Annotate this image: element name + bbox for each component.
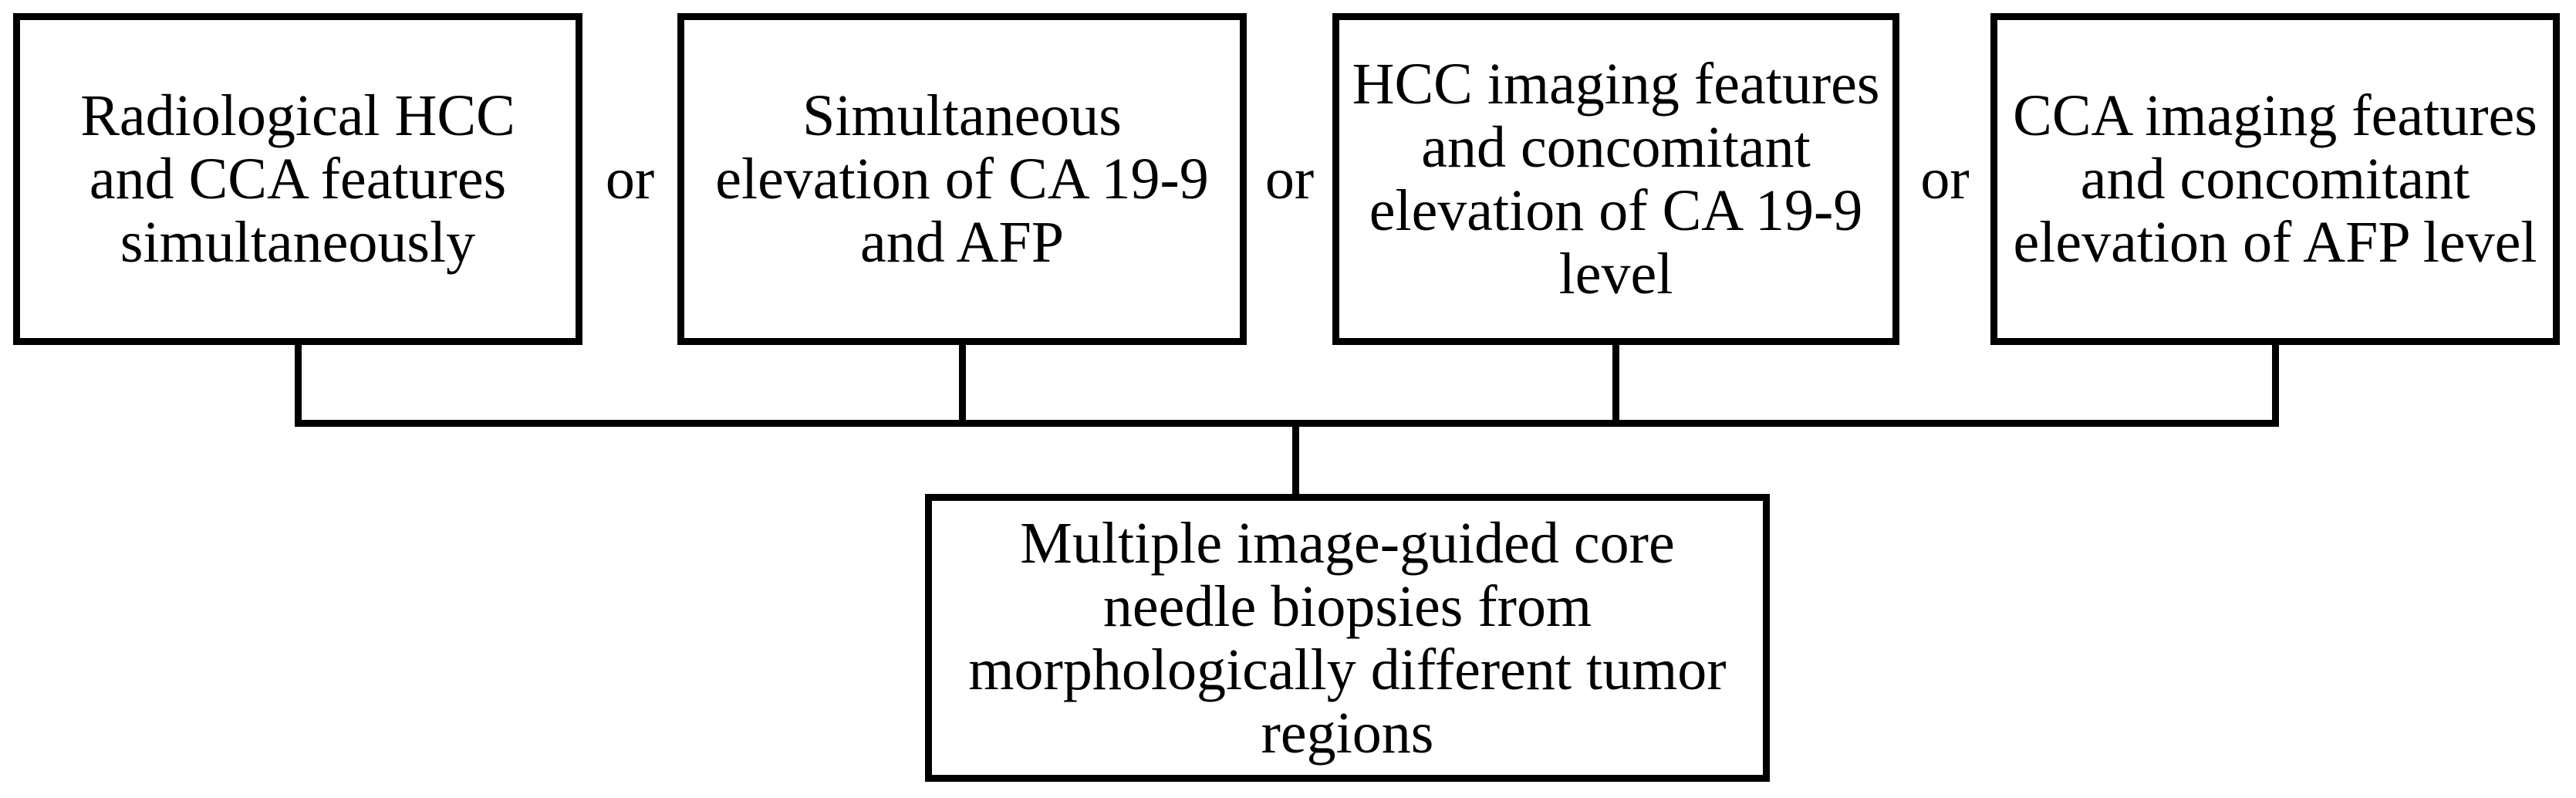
- result-box-text-line: needle biopsies from: [1102, 573, 1592, 639]
- criteria-box-text-line: and CCA features: [89, 147, 507, 211]
- connector-drop-center: [1292, 424, 1299, 498]
- or-label-3: or: [1920, 147, 1970, 211]
- or-label-1: or: [605, 147, 655, 211]
- criteria-box-radiological-hcc-cca: Radiological HCC and CCA features simult…: [13, 13, 582, 345]
- connector-drop-box1: [295, 340, 302, 427]
- criteria-box-text-line: and concomitant: [1421, 115, 1811, 180]
- criteria-box-text-line: Radiological HCC: [80, 83, 515, 148]
- connector-drop-box3: [1612, 340, 1619, 427]
- connector-drop-box2: [959, 340, 966, 427]
- criteria-box-text-line: simultaneously: [120, 210, 476, 275]
- connector-drop-box4: [2272, 340, 2279, 427]
- criteria-box-cca-imaging-afp: CCA imaging features and concomitant ele…: [1990, 13, 2560, 345]
- criteria-box-text-line: HCC imaging features: [1352, 52, 1880, 117]
- result-box-text-line: morphologically different tumor: [968, 637, 1727, 702]
- connector-horizontal-bus: [295, 420, 2279, 427]
- criteria-box-text-line: level: [1558, 242, 1673, 306]
- criteria-box-text-line: elevation of CA 19-9: [1369, 178, 1863, 243]
- result-box-text-line: Multiple image-guided core: [1020, 510, 1675, 576]
- result-box-text-line: regions: [1261, 700, 1434, 766]
- criteria-box-text-line: Simultaneous: [802, 83, 1122, 148]
- criteria-box-text-line: and concomitant: [2080, 147, 2470, 211]
- or-label-2: or: [1264, 147, 1315, 211]
- criteria-box-text-line: CCA imaging features: [2013, 83, 2537, 148]
- criteria-box-text-line: and AFP: [860, 210, 1064, 275]
- criteria-box-simultaneous-elevation: Simultaneous elevation of CA 19-9 and AF…: [677, 13, 1247, 345]
- criteria-box-text-line: elevation of CA 19-9: [715, 147, 1209, 211]
- criteria-box-hcc-imaging-ca19-9: HCC imaging features and concomitant ele…: [1332, 13, 1899, 345]
- criteria-box-text-line: elevation of AFP level: [2013, 210, 2537, 275]
- result-box-multiple-biopsies: Multiple image-guided core needle biopsi…: [925, 494, 1770, 782]
